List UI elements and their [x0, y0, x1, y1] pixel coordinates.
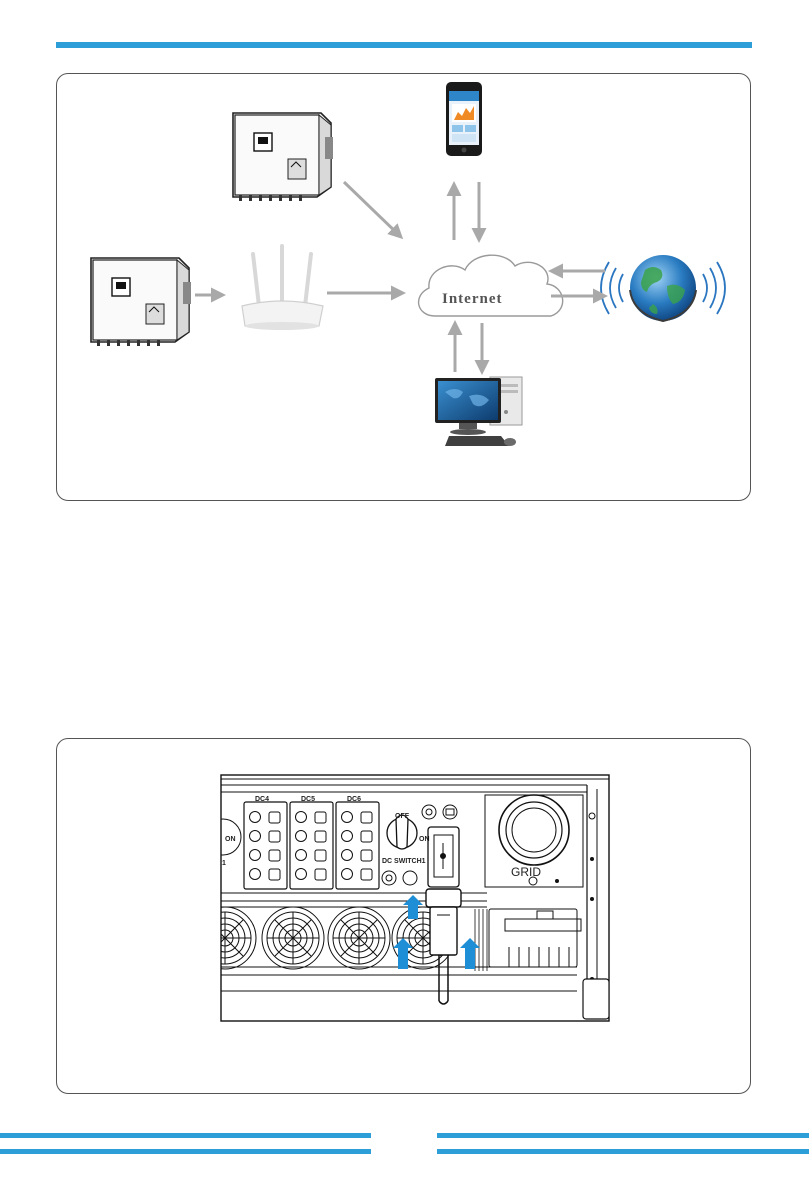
arrow-inverter-to-cloud [344, 182, 401, 237]
network-diagram-panel: Internet [56, 73, 751, 501]
cloud-label: Internet [442, 291, 503, 307]
router-icon [242, 246, 323, 330]
grid-label: GRID [511, 865, 541, 879]
network-diagram: Internet [57, 74, 752, 502]
bottom-accent-bar-right-1 [437, 1133, 809, 1138]
dc5-label: DC5 [301, 796, 315, 803]
left-on-label: ON [225, 836, 236, 843]
bottom-accent-bar-right-2 [437, 1149, 809, 1154]
switch-label: DC SWITCH1 [382, 858, 426, 865]
inverter-port-panel: ON R1 DC4 DC5 DC6 [56, 738, 751, 1094]
bottom-accent-bar-left-1 [0, 1133, 371, 1138]
inverter-icon [233, 113, 333, 201]
left-switch-label: R1 [217, 860, 226, 867]
bottom-accent-bar-left-2 [0, 1149, 371, 1154]
smartphone-icon [446, 82, 482, 156]
inverter-port-drawing: ON R1 DC4 DC5 DC6 [57, 739, 752, 1095]
switch-off-label: OFF [395, 813, 410, 820]
internet-cloud: Internet [419, 255, 563, 316]
globe-icon [601, 255, 725, 321]
inverter-icon [91, 258, 191, 346]
desktop-computer-icon [435, 377, 522, 446]
top-accent-bar [56, 42, 752, 48]
dc6-label: DC6 [347, 796, 361, 803]
dc4-label: DC4 [255, 796, 269, 803]
